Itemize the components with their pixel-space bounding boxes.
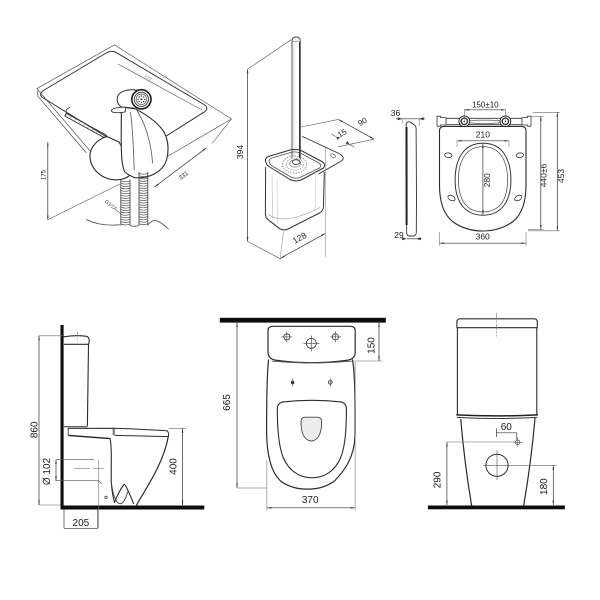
svg-text:860: 860 <box>29 421 40 438</box>
svg-text:360: 360 <box>476 232 490 242</box>
svg-text:36: 36 <box>391 108 401 118</box>
svg-text:290: 290 <box>433 471 444 488</box>
svg-text:150: 150 <box>367 337 378 354</box>
svg-text:Ø 102: Ø 102 <box>42 457 53 485</box>
svg-text:440±6: 440±6 <box>539 163 549 187</box>
svg-text:331: 331 <box>178 170 190 181</box>
svg-text:96: 96 <box>162 73 169 80</box>
svg-text:180: 180 <box>539 478 550 495</box>
svg-text:280: 280 <box>482 173 492 187</box>
svg-text:29: 29 <box>394 230 404 240</box>
svg-text:150±10: 150±10 <box>472 100 499 109</box>
svg-text:370: 370 <box>302 495 319 506</box>
svg-text:453: 453 <box>556 169 566 183</box>
svg-text:394: 394 <box>235 145 245 159</box>
svg-text:210: 210 <box>476 129 490 139</box>
svg-text:232: 232 <box>144 74 153 82</box>
svg-text:665: 665 <box>222 394 233 411</box>
svg-text:205: 205 <box>73 518 90 529</box>
svg-text:400: 400 <box>168 458 179 475</box>
svg-text:175: 175 <box>41 169 47 180</box>
svg-text:60: 60 <box>501 422 513 433</box>
